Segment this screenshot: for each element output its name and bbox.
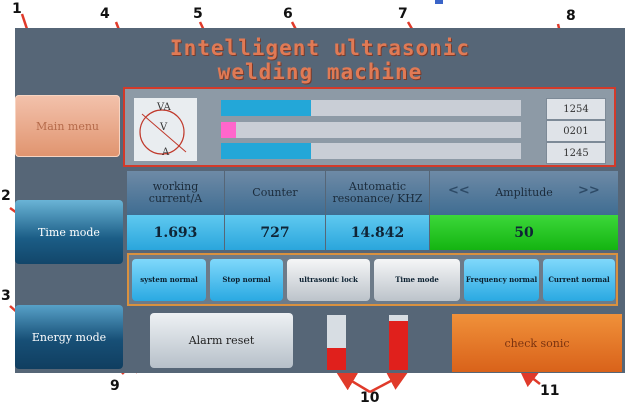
level-bar-2-fill [389,320,408,370]
status-system-normal[interactable]: system normal [132,259,206,301]
time-mode-button[interactable]: Time mode [15,200,123,264]
dial-label-va: VA [157,102,171,113]
status-frequency-normal[interactable]: Frequency normal [464,259,539,301]
meter-bar-1 [221,100,521,116]
meter-bar-2 [221,122,521,138]
dial-label-v: V [160,122,168,133]
app-title-line1: Intelligent ultrasonic [169,36,471,60]
alarm-reset-button[interactable]: Alarm reset [150,313,293,368]
annotation-11: 11 [540,383,560,399]
resonance-label: Automatic resonance/ KHZ [326,171,429,215]
meter-bar-1-fill [221,100,311,116]
app-title-line2: welding machine [217,60,423,84]
working-current-value: 1.693 [127,215,224,250]
resonance-value: 14.842 [326,215,429,250]
annotation-9: 9 [110,378,120,394]
amplitude-prev-button[interactable]: << [448,183,470,198]
check-sonic-button[interactable]: check sonic [452,314,622,372]
counter-label: Counter [225,171,325,215]
top-marker [435,0,443,4]
dial-label-a: A [162,147,170,158]
main-menu-button[interactable]: Main menu [15,95,120,157]
meter-bar-3 [221,143,521,159]
annotation-2: 2 [1,188,11,204]
annotation-8: 8 [566,8,576,24]
energy-mode-button[interactable]: Energy mode [15,305,123,369]
level-bar-1-fill [327,348,346,370]
meter-number-2: 0201 [546,120,606,142]
annotation-3: 3 [1,288,11,304]
level-bar-2 [389,315,408,370]
counter-value: 727 [225,215,325,250]
meter-number-1: 1254 [546,98,606,120]
annotation-7: 7 [398,6,408,22]
status-time-mode[interactable]: Time mode [374,259,460,301]
amplitude-label: Amplitude [495,186,553,199]
status-ultrasonic-lock[interactable]: ultrasonic lock [287,259,370,301]
annotation-4: 4 [100,6,110,22]
working-current-label: working current/A [127,171,224,215]
level-bar-1 [327,315,346,370]
annotation-5: 5 [193,6,203,22]
annotation-1: 1 [12,1,22,17]
amplitude-header: << Amplitude >> [430,171,618,215]
va-dial: VA V A [134,98,197,161]
meter-bar-3-fill [221,143,311,159]
dial-circle-icon [139,109,187,155]
annotation-6: 6 [283,6,293,22]
amplitude-next-button[interactable]: >> [578,183,600,198]
status-stop-normal[interactable]: Stop normal [210,259,283,301]
amplitude-value: 50 [430,215,618,250]
status-current-normal[interactable]: Current normal [543,259,615,301]
annotation-10: 10 [360,390,380,406]
meter-bar-2-fill [221,122,236,138]
meter-number-3: 1245 [546,142,606,164]
